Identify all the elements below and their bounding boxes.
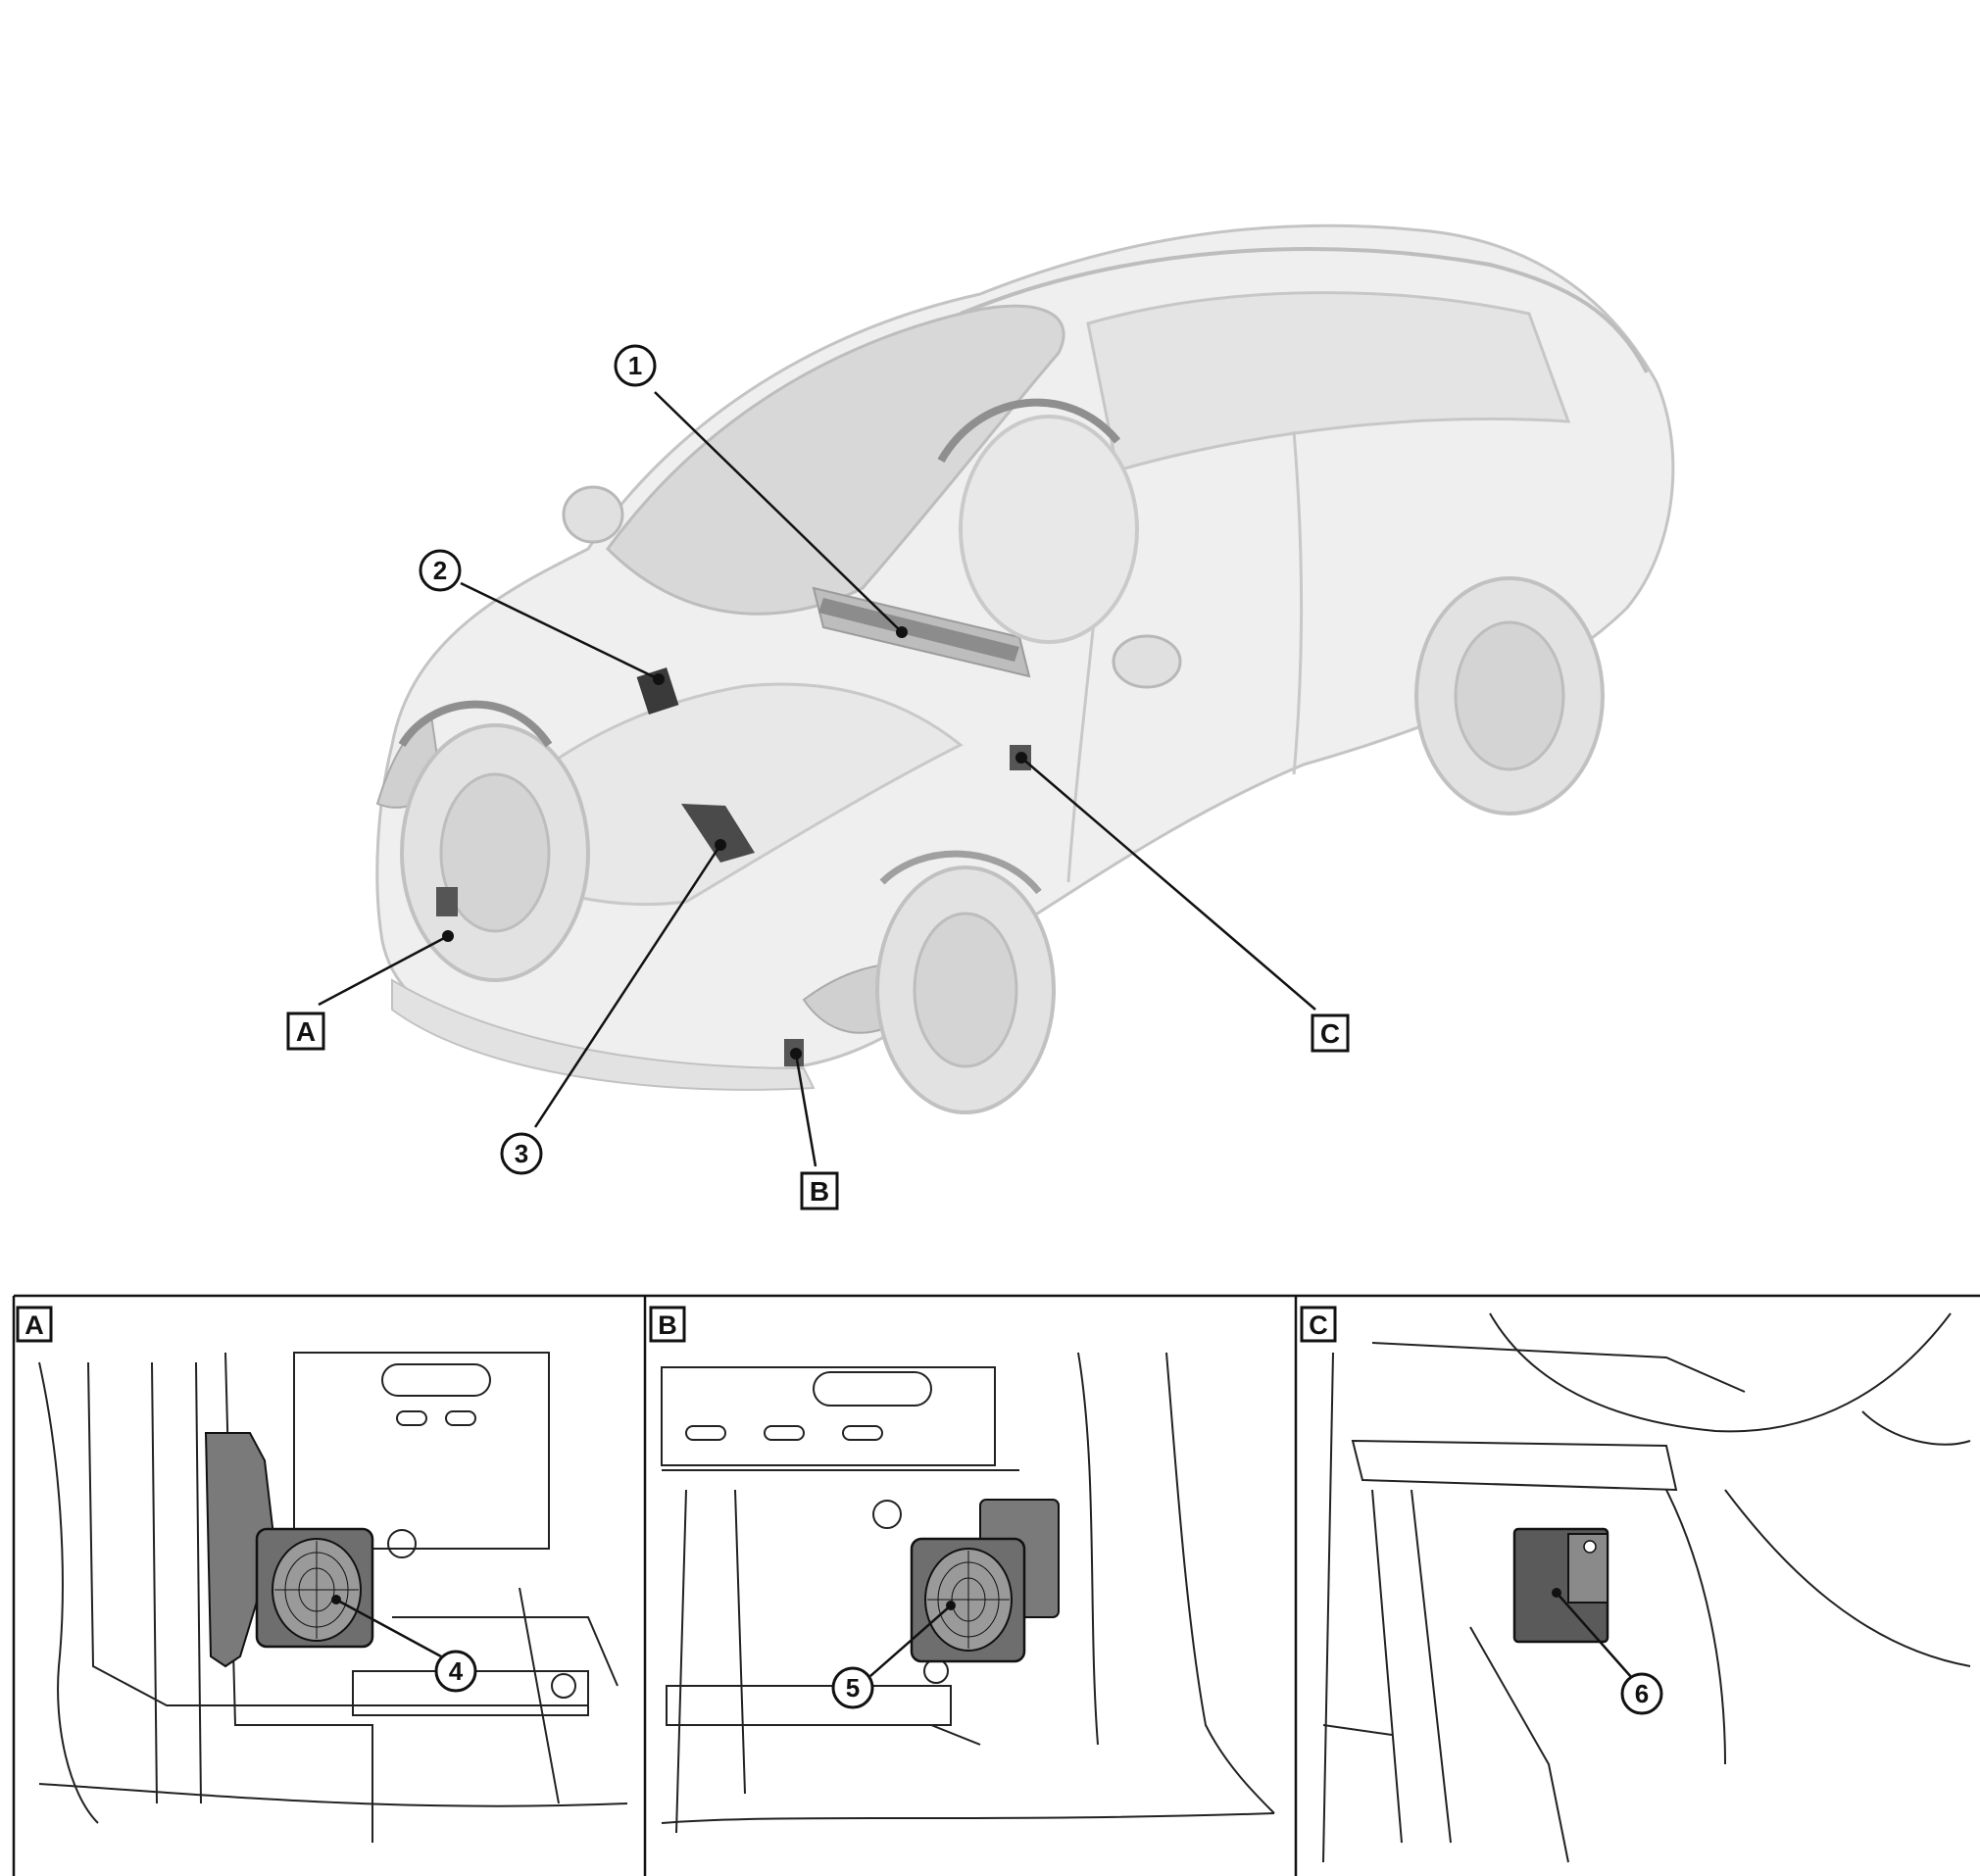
detail-panel-b: B 5 <box>649 1306 1275 1834</box>
callout-3: 3 <box>500 1132 543 1175</box>
callout-3-label: 3 <box>515 1139 528 1168</box>
view-a-label: A <box>286 1012 325 1051</box>
component-3-part <box>681 804 755 863</box>
callout-1-label: 1 <box>628 351 642 380</box>
sensor-a-location <box>436 887 458 916</box>
callout-4-label: 4 <box>449 1656 464 1686</box>
right-mirror <box>1112 634 1182 689</box>
front-bumper <box>391 978 816 1091</box>
detail-panel-c: C 6 <box>1300 1306 1971 1863</box>
panel-b-label: B <box>658 1310 677 1340</box>
view-a-text: A <box>296 1016 316 1047</box>
panel-c-label: C <box>1309 1310 1328 1340</box>
view-c-label: C <box>1311 1013 1350 1053</box>
panel-a-label: A <box>25 1310 44 1340</box>
windshield <box>606 304 1065 616</box>
callout-5-label: 5 <box>846 1673 860 1703</box>
leader-dots <box>442 626 1027 1060</box>
left-mirror <box>562 485 624 544</box>
view-c-text: C <box>1320 1018 1340 1049</box>
front-right-wheel <box>875 865 1056 1114</box>
callout-1: 1 <box>614 344 657 387</box>
leader-5 <box>869 1604 952 1677</box>
front-left-wheel <box>400 723 590 982</box>
component-1-part <box>818 598 1019 662</box>
rear-arch <box>937 398 1121 463</box>
front-left-arch <box>398 700 553 748</box>
door-seam-rear <box>1292 430 1303 775</box>
leader-lines <box>318 391 1316 1167</box>
callout-4: 4 <box>434 1650 477 1693</box>
leader-6 <box>1556 1592 1633 1679</box>
leader-3 <box>533 844 722 1128</box>
side-window <box>1086 291 1571 472</box>
roof-line <box>960 247 1649 373</box>
detail-panels-frame <box>12 1294 1980 1876</box>
view-b-label: B <box>800 1171 839 1210</box>
rear-left-wheel <box>959 415 1139 644</box>
leader-2 <box>460 581 660 681</box>
leader-c <box>1020 757 1316 1011</box>
leader-1 <box>654 391 903 633</box>
component-2-part <box>636 667 679 715</box>
callout-2: 2 <box>419 549 462 592</box>
leader-b <box>794 1053 817 1167</box>
callout-6-label: 6 <box>1635 1679 1649 1708</box>
detail-panel-a: A 4 <box>16 1306 628 1843</box>
leader-a <box>318 934 449 1007</box>
callout-5: 5 <box>831 1666 874 1709</box>
front-right-arch <box>879 850 1042 895</box>
callout-2-label: 2 <box>433 556 447 585</box>
vehicle-overview <box>375 223 1675 1114</box>
rear-right-wheel <box>1414 576 1605 815</box>
view-b-text: B <box>810 1176 829 1207</box>
callout-6: 6 <box>1620 1672 1663 1715</box>
leader-4 <box>335 1598 442 1658</box>
